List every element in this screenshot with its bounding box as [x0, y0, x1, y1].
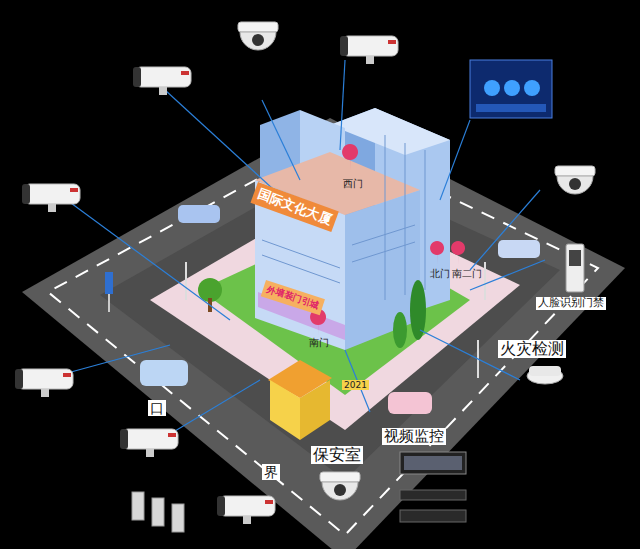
- label-text: 西门: [343, 178, 363, 190]
- label-text: 火灾检测: [498, 340, 566, 358]
- label-text: 口: [148, 400, 166, 416]
- label-text: 北门: [430, 268, 450, 280]
- label-text: 2021: [342, 380, 369, 390]
- label-text: 保安室: [311, 446, 363, 464]
- label-text: 视频监控: [382, 428, 446, 445]
- label-text: 南门: [309, 337, 329, 349]
- label-text: 人脸识别门禁: [536, 297, 606, 310]
- label-text: 界: [262, 464, 280, 480]
- label-text: 南二门: [452, 268, 482, 280]
